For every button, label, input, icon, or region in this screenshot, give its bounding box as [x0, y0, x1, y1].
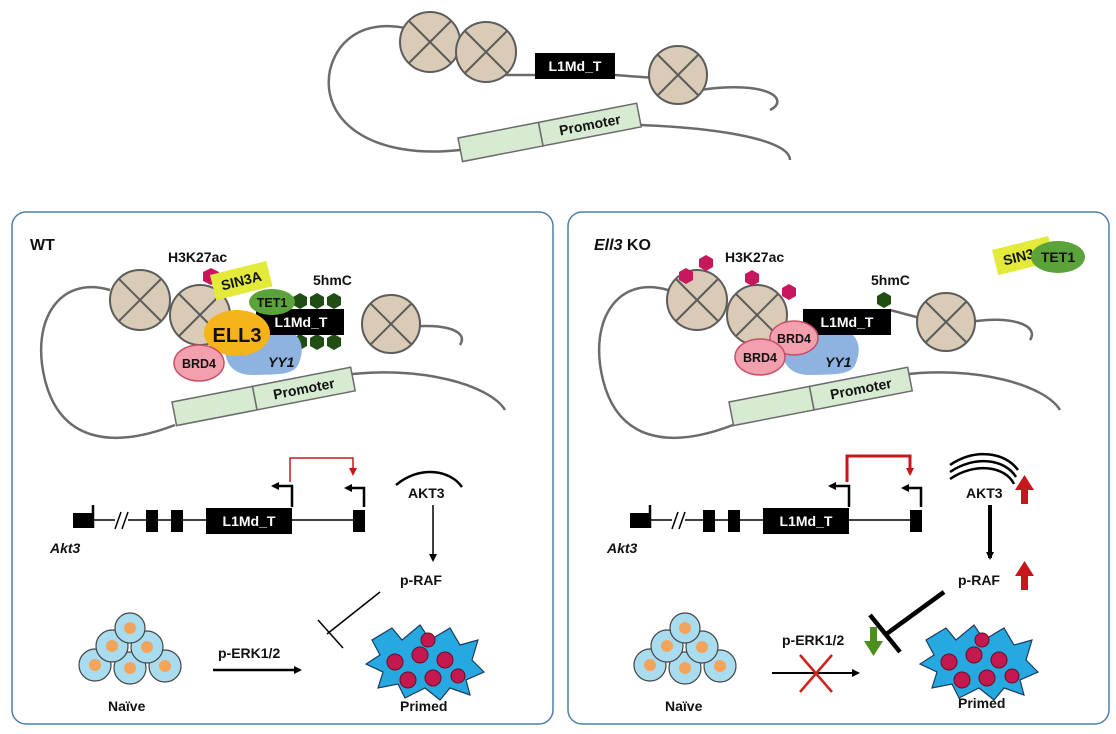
ell3-label: ELL3 [213, 325, 262, 347]
akt3-gene-label: Akt3 [606, 540, 638, 556]
primed-nuclei [386, 632, 466, 689]
loop-interaction-arrow-icon [845, 454, 914, 482]
inhibition-bar-icon [317, 619, 344, 649]
promoter-region: Promoter [457, 102, 643, 163]
tet1-protein [249, 289, 295, 315]
praf-inhibition-line [326, 591, 381, 635]
loop-interaction-arrow-icon [289, 457, 357, 482]
nucleosome [648, 45, 708, 105]
primed-label: Primed [958, 695, 1005, 711]
akt3-gene-locus: L1Md_T Akt3 [606, 505, 922, 556]
naive-cells-icon [78, 612, 182, 685]
brd4-protein [769, 320, 819, 356]
blocked-cross-icon [799, 654, 833, 693]
praf-label: p-RAF [400, 572, 442, 588]
l1md-t-label: L1Md_T [275, 314, 328, 330]
wt-panel-title: WT [30, 237, 55, 254]
brd4-protein [734, 338, 786, 376]
up-arrow-icon [1015, 561, 1034, 590]
h3k27ac-label: H3K27ac [725, 249, 784, 265]
primed-nuclei [940, 632, 1020, 689]
5hmc-label: 5hmC [313, 272, 352, 288]
brd4-protein [173, 344, 225, 382]
yy1-label: YY1 [268, 354, 295, 370]
brd4-label: BRD4 [182, 357, 216, 371]
brd4-label: BRD4 [743, 351, 777, 365]
nucleosome [666, 269, 728, 331]
yy1-label: YY1 [825, 354, 852, 370]
l1md-t-element-box [535, 53, 615, 79]
brd4-label: BRD4 [777, 332, 811, 346]
akt3-protein-label: AKT3 [966, 485, 1003, 501]
wt-panel: WT H3K27ac 5hmC YY1 [11, 211, 554, 725]
5hmc-mark-icon [877, 292, 891, 308]
akt3-gene-label: Akt3 [49, 540, 81, 556]
tet1-protein [1031, 241, 1085, 273]
akt3-gene-locus: L1Md_T Akt3 [49, 505, 365, 556]
ell3-protein [204, 310, 270, 356]
nucleosome [109, 269, 171, 331]
nucleosome [455, 21, 517, 83]
perk-label: p-ERK1/2 [782, 632, 844, 648]
tss-arrow-icon [271, 482, 294, 507]
5hmc-marks [293, 293, 341, 350]
l1md-t-label: L1Md_T [821, 314, 874, 330]
h3k27ac-label: H3K27ac [168, 249, 227, 265]
gene-l1md-t-label: L1Md_T [223, 513, 276, 529]
promoter-region: Promoter [171, 366, 357, 427]
perk-label: p-ERK1/2 [218, 645, 280, 661]
tet1-label: TET1 [257, 296, 288, 310]
naive-label: Naïve [665, 698, 703, 714]
ko-title-gene: Ell3 [594, 237, 623, 254]
tss-arrow-icon [901, 484, 923, 507]
naive-label: Naïve [108, 698, 146, 714]
top-locus-schematic: L1Md_T Promoter [327, 11, 792, 163]
primed-label: Primed [400, 698, 447, 714]
tss-arrow-icon [828, 482, 851, 507]
akt3-transcript-icon [395, 470, 464, 488]
ko-panel-title: Ell3 KO [594, 237, 651, 254]
up-arrow-icon [1015, 475, 1034, 504]
nucleosome [916, 292, 976, 352]
inhibition-bar-icon [868, 613, 902, 654]
akt3-transcripts-icon [949, 452, 1020, 485]
praf-inhibition-line [883, 590, 946, 637]
nucleosome [361, 294, 421, 354]
tet1-label: TET1 [1041, 249, 1075, 265]
promoter-region: Promoter [728, 366, 914, 427]
ko-title-suffix: KO [622, 237, 650, 254]
tss-arrow-icon [344, 484, 366, 507]
ko-panel: Ell3 KO SIN3A TET1 H3K27ac [567, 211, 1110, 725]
sin3a-protein: SIN3A [210, 260, 273, 301]
akt3-protein-label: AKT3 [408, 485, 445, 501]
nucleosome [399, 11, 461, 73]
gene-l1md-t-label: L1Md_T [780, 513, 833, 529]
down-arrow-icon [864, 627, 883, 656]
h3k27ac-marks [679, 255, 796, 300]
l1md-t-element-box [803, 309, 891, 335]
naive-cells-icon [633, 612, 737, 685]
l1md-t-label: L1Md_T [549, 58, 602, 74]
praf-label: p-RAF [958, 572, 1000, 588]
5hmc-label: 5hmC [871, 272, 910, 288]
